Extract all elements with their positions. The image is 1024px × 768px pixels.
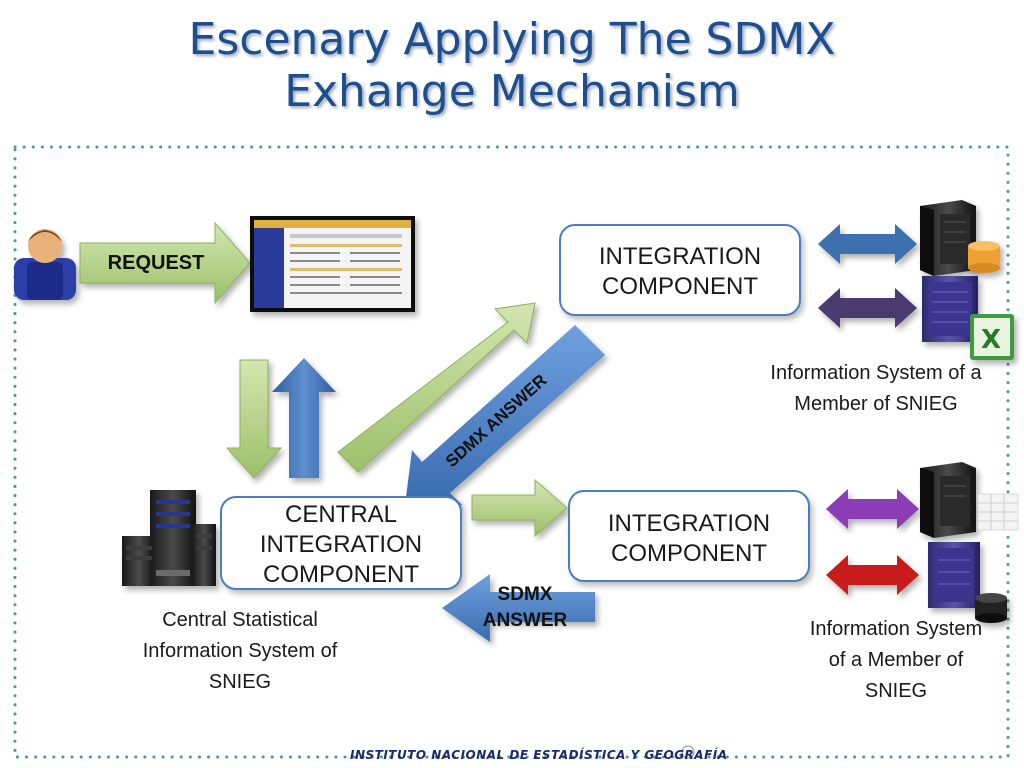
sdmx-answer-bottom-label: SDMX ANSWER (466, 582, 584, 634)
server-icon (920, 462, 976, 538)
member-system-caption-top: Information System of a Member of SNIEG (748, 358, 1004, 420)
bottom-answer-arrow (442, 574, 595, 642)
user-icon (14, 229, 76, 300)
request-arrow (79, 221, 251, 305)
double-arrow-blue (818, 224, 917, 264)
central-system-caption: Central Statistical Information System o… (110, 605, 370, 698)
browser-screenshot-icon (250, 216, 415, 312)
central-caption-line-3: SNIEG (208, 671, 272, 693)
member-bottom-line-1: Information System (809, 618, 983, 640)
request-label: REQUEST (107, 252, 205, 274)
integration-top-line-1: INTEGRATION (598, 243, 762, 270)
right-request-arrow (471, 478, 568, 538)
database-icon (968, 241, 1000, 273)
member-bottom-line-2: of a Member of (828, 649, 964, 671)
member-top-line-2: Member of SNIEG (794, 393, 958, 415)
central-caption-line-2: Information System of (142, 640, 338, 662)
excel-icon: X (970, 314, 1014, 360)
integration-top-line-2: COMPONENT (602, 273, 758, 300)
sdmx-answer-diagonal-label: SDMX ANSWER (442, 371, 550, 471)
central-line-1: CENTRAL (284, 501, 398, 528)
central-integration-component: CENTRAL INTEGRATION COMPONENT (220, 496, 462, 590)
central-caption-line-1: Central Statistical (162, 609, 318, 631)
down-arrow (225, 359, 283, 479)
integration-bottom-line-1: INTEGRATION (607, 510, 771, 537)
integration-component-bottom: INTEGRATION COMPONENT (568, 490, 810, 582)
page-title: Escenary Applying The SDMX Exhange Mecha… (0, 14, 1024, 118)
sdmx-answer-line-2: ANSWER (482, 610, 568, 631)
server-cluster-icon (922, 276, 978, 342)
server-cluster-icon (928, 542, 980, 608)
title-line-2: Exhange Mechanism (284, 66, 740, 117)
member-system-caption-bottom: Information System of a Member of SNIEG (790, 614, 1002, 707)
database-icon (975, 593, 1007, 623)
title-line-1: Escenary Applying The SDMX (188, 14, 836, 65)
integration-component-top: INTEGRATION COMPONENT (559, 224, 801, 316)
member-bottom-line-3: SNIEG (864, 680, 928, 702)
server-icon (920, 200, 976, 276)
member-top-line-1: Information System of a (770, 362, 982, 384)
spreadsheet-icon (977, 493, 1019, 531)
integration-bottom-line-2: COMPONENT (611, 540, 767, 567)
footer-institution: INSTITUTO NACIONAL DE ESTADÍSTICA Y GEOG… (350, 748, 728, 762)
double-arrow-red (826, 555, 919, 595)
central-line-3: COMPONENT (263, 561, 419, 588)
up-arrow (272, 358, 336, 478)
central-line-2: INTEGRATION (259, 531, 423, 558)
double-arrow-dark-purple (818, 288, 917, 328)
server-cluster-icon (122, 490, 216, 586)
diagonal-answer-arrow (405, 325, 605, 505)
double-arrow-purple (826, 489, 919, 529)
svg-text:X: X (981, 325, 1001, 355)
inegi-emblem-icon (681, 745, 695, 759)
diagonal-request-arrow (337, 302, 536, 473)
sdmx-answer-line-1: SDMX (497, 584, 553, 605)
